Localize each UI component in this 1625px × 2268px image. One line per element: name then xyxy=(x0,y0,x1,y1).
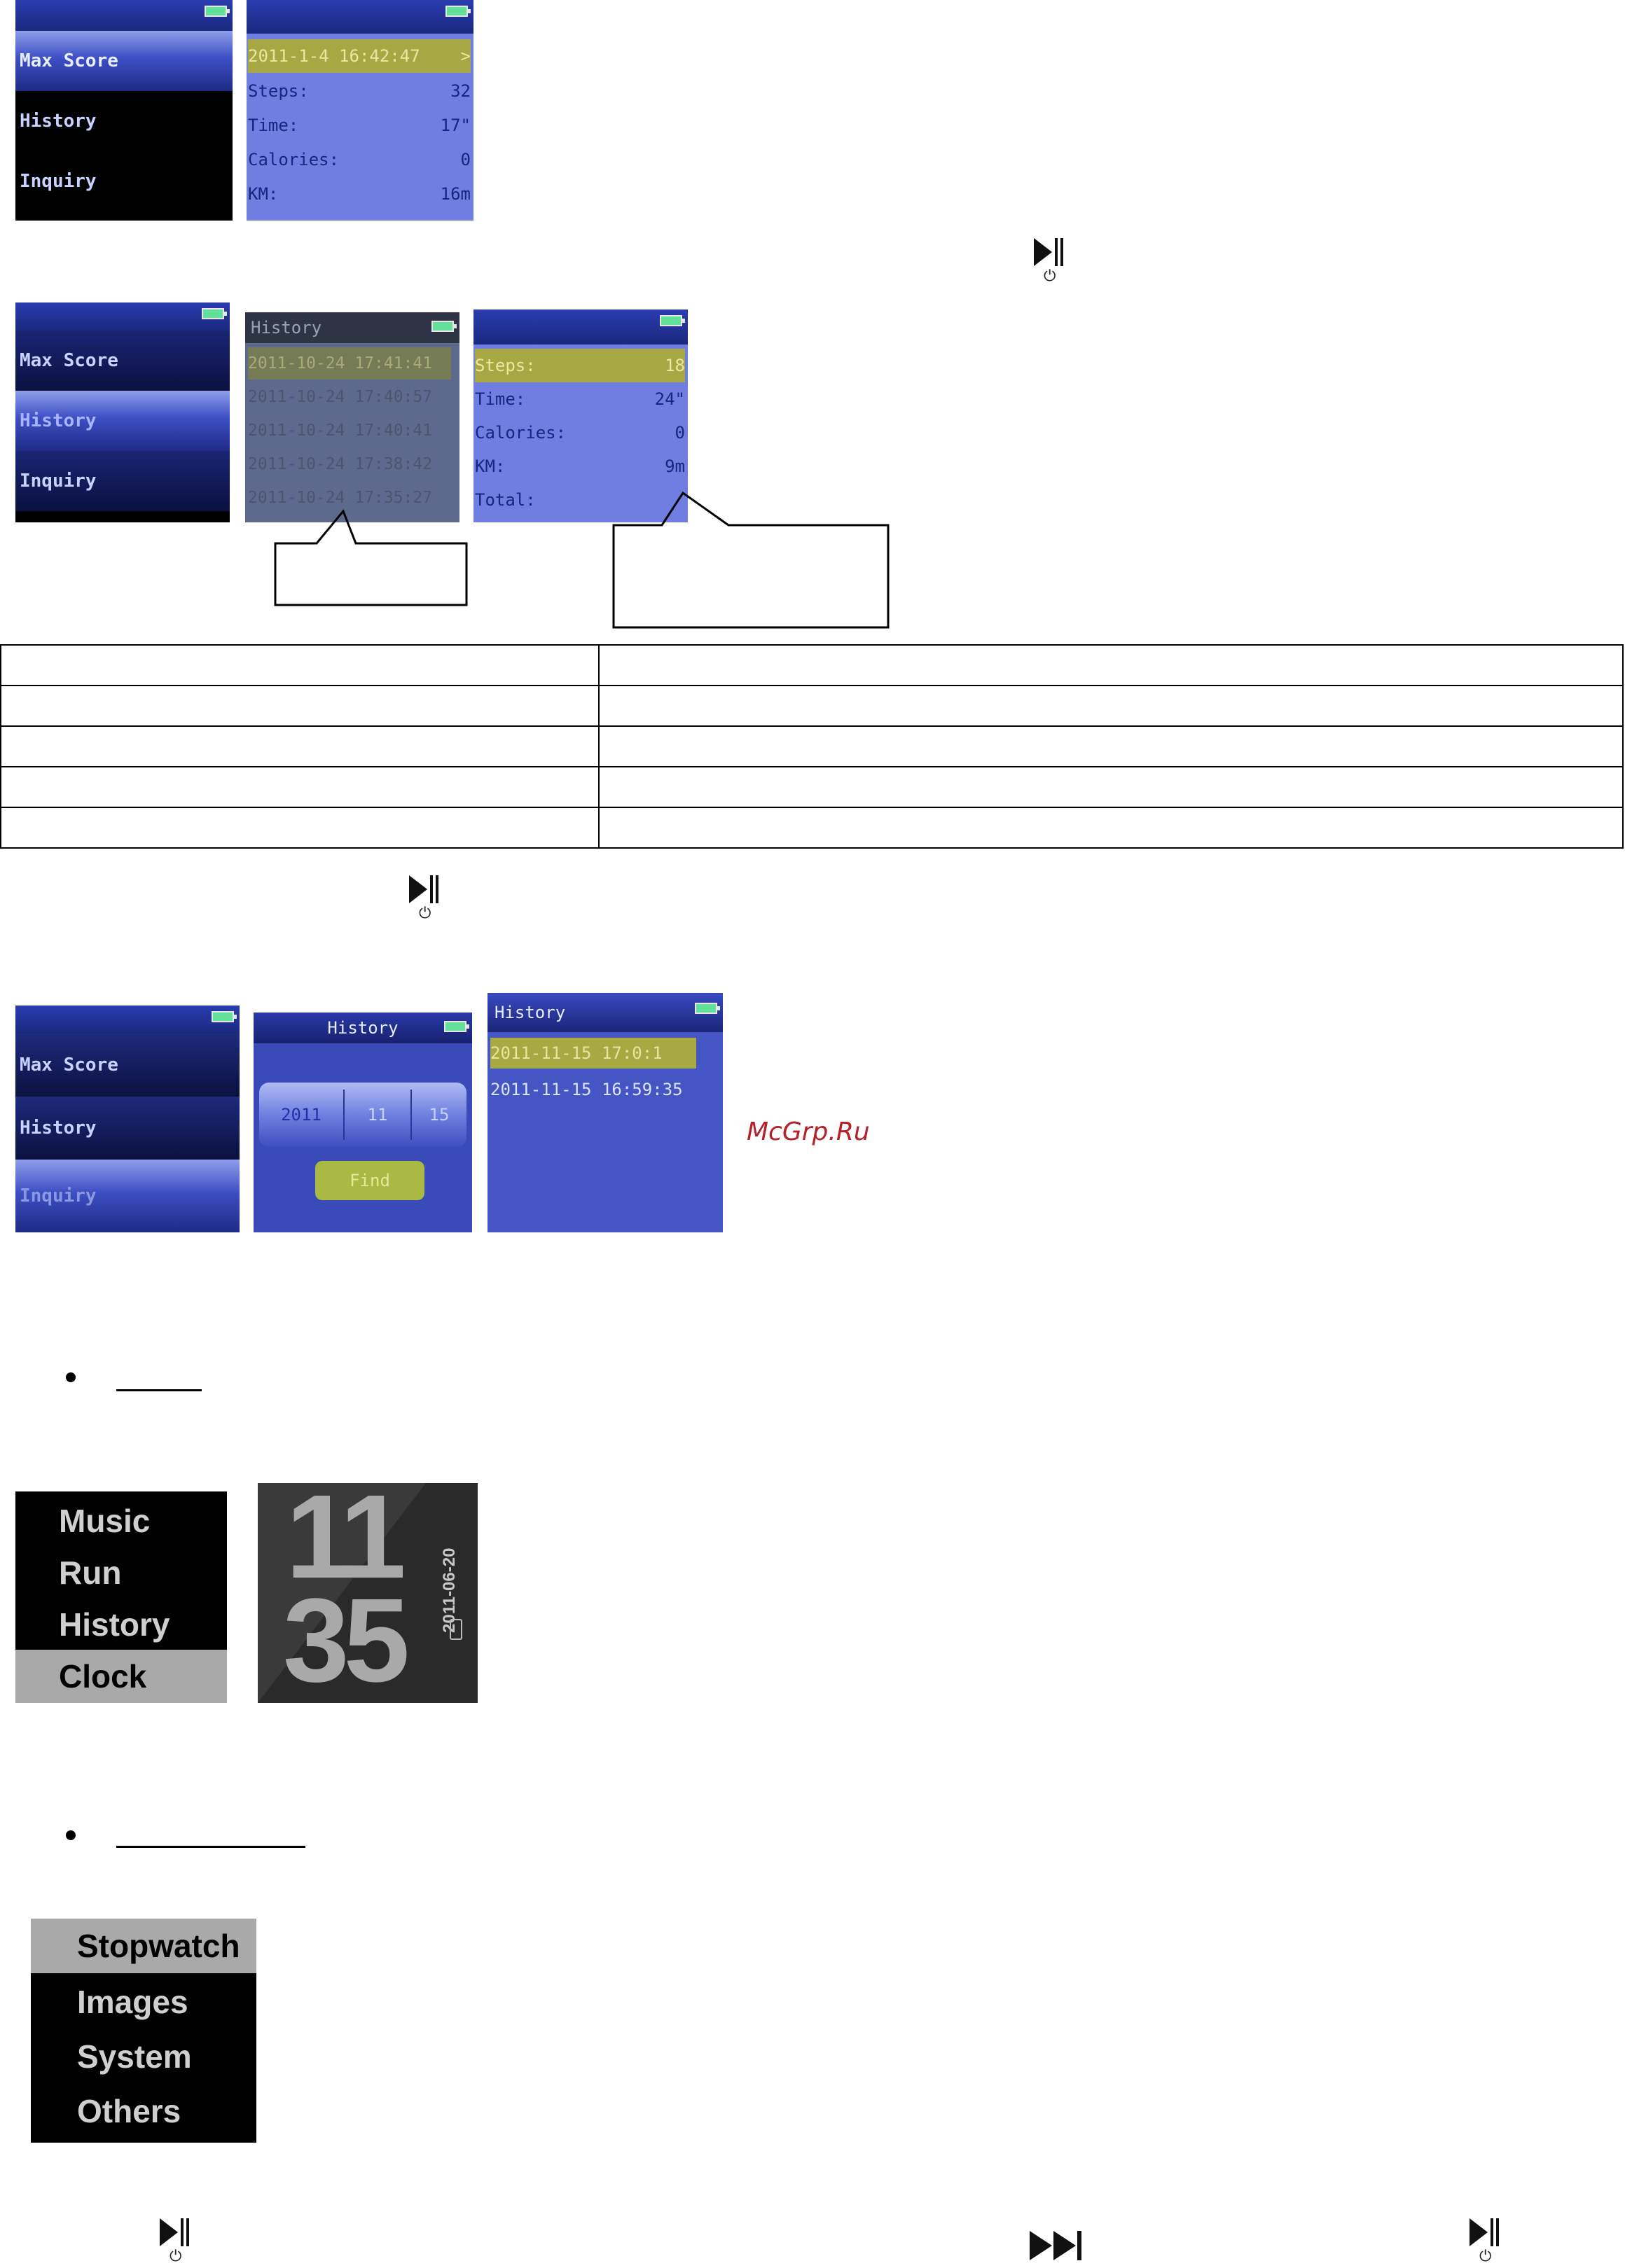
inquiry-date-picker-screen: History 2011 11 15 Find xyxy=(254,1013,472,1232)
history-entry[interactable]: 2011-10-24 17:38:42 xyxy=(248,455,433,473)
bullet xyxy=(66,1830,76,1840)
table-row xyxy=(0,644,1624,686)
menu-item-history[interactable]: History xyxy=(15,391,230,451)
menu-item-inquiry[interactable]: Inquiry xyxy=(15,1160,240,1232)
table-row xyxy=(0,725,1624,767)
status-bar xyxy=(473,309,688,345)
main-menu-tools: Stopwatch Images System Others xyxy=(31,1919,256,2143)
record-datetime: 2011-1-4 16:42:47 xyxy=(248,46,420,66)
callout-box-left xyxy=(274,509,468,606)
stat-row: KM:16m xyxy=(248,184,471,204)
next-track-icon xyxy=(1030,2231,1081,2260)
record-row-selected[interactable]: 2011-1-4 16:42:47 > xyxy=(248,39,471,73)
menu-item-history[interactable]: History xyxy=(15,91,233,151)
battery-icon xyxy=(212,1011,237,1022)
divider xyxy=(343,1090,345,1140)
detail-screen-1: 2011-1-4 16:42:47 > Steps:32 Time:17" Ca… xyxy=(247,0,473,221)
watermark: McGrp.Ru xyxy=(747,1118,870,1146)
day-field[interactable]: 15 xyxy=(429,1105,450,1125)
clock-date: 2011-06-20 xyxy=(440,1547,459,1633)
history-entry[interactable]: 2011-10-24 17:41:41 xyxy=(248,347,451,380)
month-field[interactable]: 11 xyxy=(367,1105,388,1125)
date-picker[interactable]: 2011 11 15 xyxy=(259,1083,466,1147)
divider xyxy=(410,1090,412,1140)
stat-row: Time:24" xyxy=(475,389,685,409)
stat-row: KM:9m xyxy=(475,457,685,476)
menu-item-max-score[interactable]: Max Score xyxy=(15,31,233,91)
stat-row: Time:17" xyxy=(248,116,471,135)
empty-table xyxy=(0,644,1624,849)
history-list-screen: History 2011-10-24 17:41:41 2011-10-24 1… xyxy=(245,312,459,522)
status-bar xyxy=(247,0,473,34)
menu-item-max-score[interactable]: Max Score xyxy=(15,1034,240,1097)
history-entry[interactable]: 2011-10-24 17:40:41 xyxy=(248,422,433,440)
menu-item-music[interactable]: Music xyxy=(59,1503,151,1539)
status-bar xyxy=(15,302,230,331)
menu-item-system[interactable]: System xyxy=(77,2038,192,2075)
menu-item-stopwatch[interactable]: Stopwatch xyxy=(31,1919,256,1973)
results-title: History xyxy=(488,993,723,1032)
menu-item-others[interactable]: Others xyxy=(77,2093,181,2129)
find-button[interactable]: Find xyxy=(315,1161,424,1200)
clock-hours: 11 xyxy=(286,1483,406,1603)
menu-item-clock[interactable]: Clock xyxy=(15,1650,227,1703)
inquiry-results-screen: History 2011-11-15 17:0:1 2011-11-15 16:… xyxy=(488,993,723,1232)
battery-icon xyxy=(695,1003,720,1014)
stat-row: Total: xyxy=(475,490,536,510)
battery-icon xyxy=(202,308,227,319)
battery-icon xyxy=(205,6,230,17)
history-title: History xyxy=(245,312,459,343)
detail-screen-2: Steps:18 Time:24" Calories:0 KM:9m Total… xyxy=(473,309,688,522)
result-entry[interactable]: 2011-11-15 16:59:35 xyxy=(490,1080,683,1099)
stat-row: Steps:32 xyxy=(248,81,471,101)
blank-underline xyxy=(116,1389,202,1391)
menu-screen-1: Max Score History Inquiry xyxy=(15,0,233,221)
battery-icon xyxy=(445,6,471,17)
stat-row: Calories:0 xyxy=(248,150,471,169)
clock-face-screen: 11 35 2011-06-20 xyxy=(258,1483,478,1703)
main-menu-clock: Music Run History Clock xyxy=(15,1491,227,1703)
result-entry[interactable]: 2011-11-15 17:0:1 xyxy=(490,1038,696,1069)
chevron-right-icon: > xyxy=(460,46,471,66)
battery-icon xyxy=(450,1619,462,1640)
menu-item-max-score[interactable]: Max Score xyxy=(15,331,230,391)
clock-minutes: 35 xyxy=(283,1574,410,1703)
table-row xyxy=(0,685,1624,727)
history-entry[interactable]: 2011-10-24 17:40:57 xyxy=(248,388,433,406)
status-bar xyxy=(15,0,233,31)
table-row xyxy=(0,807,1624,849)
stat-row: Calories:0 xyxy=(475,423,685,443)
battery-icon xyxy=(444,1021,469,1032)
clock-background xyxy=(258,1483,426,1703)
menu-item-history[interactable]: History xyxy=(15,1097,240,1160)
year-field[interactable]: 2011 xyxy=(281,1105,321,1125)
battery-icon xyxy=(431,321,457,332)
blank-underline xyxy=(116,1846,305,1848)
menu-item-inquiry[interactable]: Inquiry xyxy=(15,151,233,211)
menu-screen-2: Max Score History Inquiry xyxy=(15,302,230,522)
picker-title: History xyxy=(254,1013,472,1043)
history-entry[interactable]: 2011-10-24 17:35:27 xyxy=(248,489,433,507)
battery-icon xyxy=(660,315,685,326)
stat-row-selected[interactable]: Steps:18 xyxy=(475,349,685,382)
callout-box-right xyxy=(612,491,890,629)
menu-item-inquiry[interactable]: Inquiry xyxy=(15,451,230,511)
bullet xyxy=(66,1372,76,1382)
menu-screen-3: Max Score History Inquiry xyxy=(15,1006,240,1232)
table-row xyxy=(0,766,1624,808)
menu-item-images[interactable]: Images xyxy=(77,1984,188,2020)
menu-item-history[interactable]: History xyxy=(59,1606,170,1643)
status-bar xyxy=(15,1006,240,1034)
menu-item-run[interactable]: Run xyxy=(59,1554,122,1591)
